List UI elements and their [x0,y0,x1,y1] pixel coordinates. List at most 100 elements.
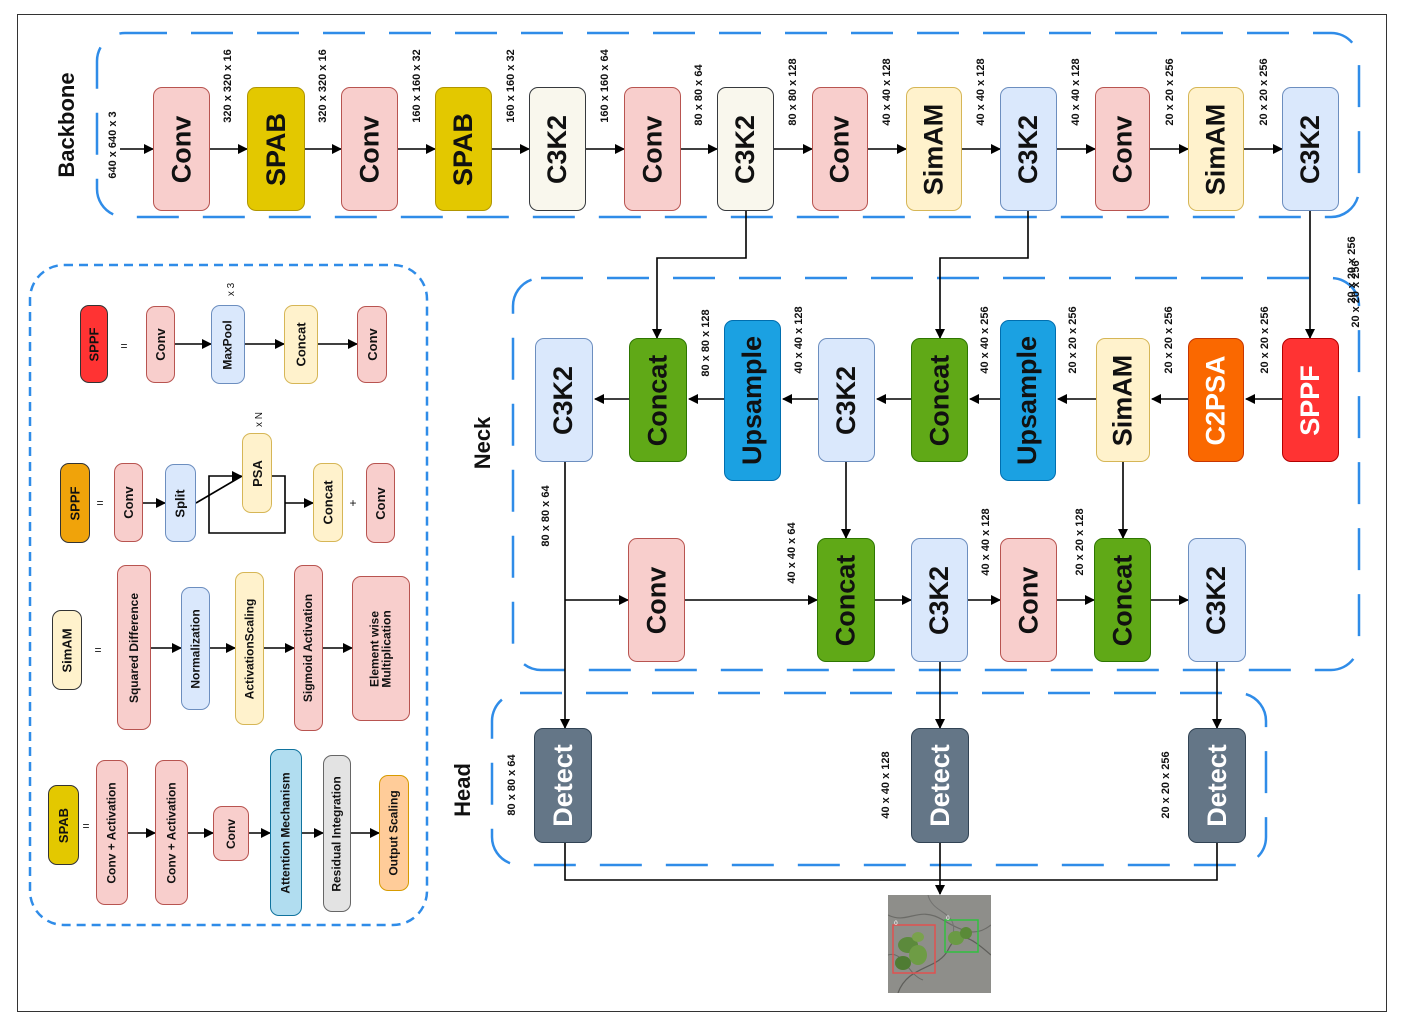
neck-c3k2-top-mid: C3K2 [818,338,875,462]
neck-top-dim-1: 80 x 80 x 128 [700,309,712,377]
section-label-backbone: Backbone [54,72,79,178]
backbone-dim-13: 20 x 20 x 256 [1258,58,1270,126]
backbone-block-9: SimAM [906,87,962,211]
neck-concat-bottom-1: Concat [817,538,875,662]
neck-top-dim-5: 20 x 20 x 256 [1163,306,1175,374]
legend-spab-conv: Conv [213,806,249,861]
backbone-block-10: C3K2 [1000,87,1057,211]
backbone-block-5: C3K2 [529,87,586,211]
legend-simam-elementwise: Element wise Multiplication [352,576,410,721]
legend-spab-tag: SPAB [48,785,79,865]
legend-c2psa-concat: Concat [313,463,343,542]
neck-concat-1: Concat [629,338,687,462]
backbone-region [95,31,1361,219]
neck-bottom-dim-1: 80 x 80 x 64 [540,485,552,547]
backbone-block-7: C3K2 [717,87,774,211]
legend-simam-normalization: Normalization [181,587,210,710]
head-detect-2: Detect [911,728,969,843]
neck-upsample-2: Upsample [1000,320,1056,481]
legend-simam-sigmoid: Sigmoid Activation [294,565,323,731]
detection-output-image: 0 0 [888,895,991,993]
legend-c2psa-plus: + [349,496,357,510]
legend-sppf-eq: = [120,339,128,353]
legend-spab-conv-activation-2: Conv + Activation [155,760,188,905]
backbone-dim-5: 160 x 160 x 32 [505,49,517,123]
neck-concat-2: Concat [911,338,968,462]
backbone-dim-9: 40 x 40 x 128 [881,58,893,126]
svg-text:0: 0 [894,920,898,927]
neck-sppf: SPPF [1282,338,1339,462]
backbone-dim-6: 160 x 160 x 64 [599,49,611,123]
neck-c3k2-bottom-1: C3K2 [911,538,968,662]
legend-spab-output-scaling: Output Scaling [379,775,409,891]
section-label-neck: Neck [470,416,495,470]
neck-top-dim-7: 20 x 20 x 256 [1350,260,1362,328]
backbone-dim-12: 20 x 20 x 256 [1164,58,1176,126]
detection-box-green [944,919,979,953]
backbone-dim-2: 320 x 320 x 16 [222,49,234,123]
legend-sppf-tag: SPPF [80,305,108,383]
head-detect-3: Detect [1188,728,1246,843]
backbone-dim-4: 160 x 160 x 32 [411,49,423,123]
legend-c2psa-conv-1: Conv [114,463,143,542]
svg-text:0: 0 [946,915,950,922]
backbone-block-8: Conv [812,87,868,211]
neck-top-dim-6: 20 x 20 x 256 [1259,306,1271,374]
backbone-dim-3: 320 x 320 x 16 [317,49,329,123]
head-dim-2: 40 x 40 x 128 [880,751,892,819]
legend-sppf-conv-2: Conv [357,306,387,383]
neck-top-dim-2: 40 x 40 x 128 [793,306,805,374]
legend-c2psa-psa: PSA [242,433,272,513]
backbone-dim-8: 80 x 80 x 128 [787,58,799,126]
backbone-dim-11: 40 x 40 x 128 [1070,58,1082,126]
neck-c2psa: C2PSA [1188,338,1244,462]
neck-c3k2-bottom-2: C3K2 [1188,538,1246,662]
neck-top-dim-3: 40 x 40 x 256 [979,306,991,374]
backbone-dim-7: 80 x 80 x 64 [693,64,705,126]
legend-c2psa-eq: = [96,496,104,510]
neck-bottom-dim-2: 40 x 40 x 64 [786,522,798,584]
figure-frame [17,14,1387,1012]
legend-sppf-repeat: x 3 [226,282,238,297]
legend-region [28,263,429,927]
legend-c2psa-repeat: x N [254,412,265,427]
neck-simam: SimAM [1096,338,1150,462]
backbone-block-3: Conv [341,87,398,211]
backbone-block-6: Conv [624,87,681,211]
head-dim-1: 80 x 80 x 64 [506,754,518,816]
neck-top-dim-4: 20 x 20 x 256 [1067,306,1079,374]
head-dim-3: 20 x 20 x 256 [1160,751,1172,819]
neck-c3k2-top-left: C3K2 [535,338,593,462]
legend-spab-eq: = [82,819,90,833]
legend-c2psa-tag: SPPF [60,463,90,543]
neck-concat-bottom-2: Concat [1094,538,1151,662]
neck-upsample-1: Upsample [724,320,781,481]
backbone-block-12: SimAM [1188,87,1244,211]
neck-bottom-dim-4: 20 x 20 x 128 [1074,508,1086,576]
legend-c2psa-split: Split [165,464,196,542]
section-label-head: Head [450,763,475,817]
legend-simam-activation-scaling: ActivationScaling [235,572,264,725]
legend-simam-tag: SimAM [52,610,82,690]
legend-simam-squared-difference: Squared Difference [117,565,151,730]
head-detect-1: Detect [534,728,592,843]
legend-sppf-conv-1: Conv [146,306,175,383]
legend-sppf-concat: Concat [284,305,318,384]
legend-spab-attention: Attention Mechanism [270,749,302,916]
legend-sppf-maxpool: MaxPool [211,305,245,384]
legend-c2psa-conv-2: Conv [366,463,395,543]
neck-region [511,276,1361,672]
head-region [490,691,1268,867]
neck-bottom-dim-3: 40 x 40 x 128 [980,508,992,576]
legend-simam-eq: = [94,643,102,657]
backbone-dim-10: 40 x 40 x 128 [975,58,987,126]
neck-conv-bottom-2: Conv [1000,538,1057,662]
backbone-block-4: SPAB [435,87,492,211]
backbone-block-1: Conv [153,87,210,211]
backbone-block-11: Conv [1095,87,1150,211]
detection-box-red [892,924,936,974]
backbone-dim-1: 640 x 640 x 3 [107,111,119,179]
backbone-block-2: SPAB [247,87,305,211]
legend-spab-residual: Residual Integration [323,755,351,912]
